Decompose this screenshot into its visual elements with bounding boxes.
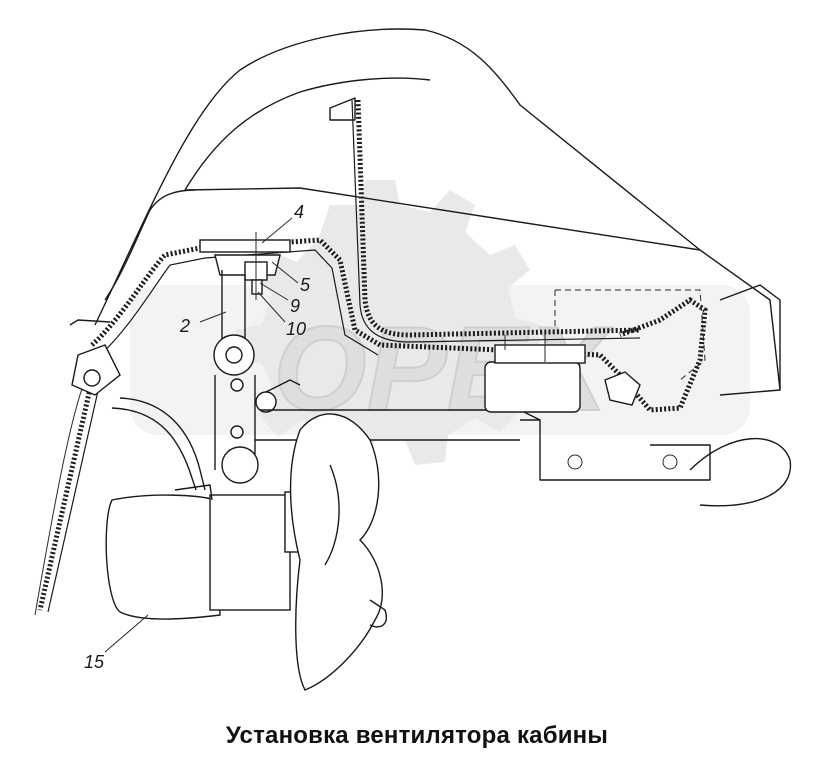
cab-roof-outline [69, 28, 781, 396]
callout-15: 15 [84, 652, 105, 672]
rear-equipment [484, 289, 792, 507]
callout-10: 10 [286, 319, 306, 339]
rear-wall-panel [351, 99, 641, 343]
leader-lines [104, 217, 299, 653]
callout-2: 2 [179, 316, 190, 336]
windshield-pillar [34, 344, 121, 616]
callouts: 4 5 9 10 2 15 [84, 202, 311, 672]
cab-fan-installation-diagram: OPEX [34, 28, 792, 691]
figure-caption: Установка вентилятора кабины [225, 722, 609, 749]
callout-4: 4 [294, 202, 304, 222]
callout-5: 5 [300, 275, 311, 295]
fan-bracket [199, 232, 301, 484]
fan-housing [105, 484, 316, 620]
watermark-brand-text: OPEX [130, 285, 750, 437]
fan-impeller [289, 413, 387, 691]
callout-9: 9 [290, 296, 300, 316]
